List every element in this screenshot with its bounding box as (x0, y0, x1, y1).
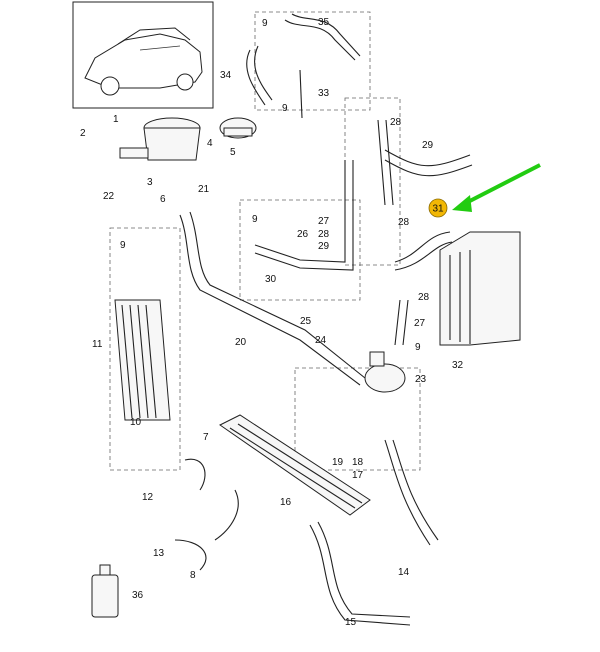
callout-6[interactable]: 6 (160, 194, 166, 205)
pipe-26-b (254, 160, 354, 271)
callout-32[interactable]: 32 (452, 360, 464, 371)
hose-35-b (291, 13, 361, 57)
tank-cap (219, 117, 257, 139)
callout-31-badge[interactable]: 31 (428, 198, 448, 218)
callout-34[interactable]: 34 (220, 70, 232, 81)
callout-36[interactable]: 36 (132, 590, 144, 601)
callout-5[interactable]: 5 (230, 147, 236, 158)
callout-12[interactable]: 12 (142, 492, 154, 503)
hose-29-b (384, 159, 473, 177)
callout-3[interactable]: 3 (147, 177, 153, 188)
callout-19[interactable]: 19 (332, 457, 344, 468)
hose-8 (174, 489, 239, 571)
hose-35 (284, 19, 356, 61)
callout-31-label: 31 (432, 204, 444, 215)
callout-28[interactable]: 28 (318, 229, 330, 240)
group-outline-lower (294, 367, 421, 471)
callout-27[interactable]: 27 (318, 216, 330, 227)
highlight-arrow (452, 163, 541, 212)
callout-24[interactable]: 24 (315, 335, 327, 346)
callout-26[interactable]: 26 (297, 229, 309, 240)
hose-27-lower (394, 299, 409, 346)
coolant-bottle-36 (91, 564, 119, 618)
callout-1[interactable]: 1 (113, 114, 119, 125)
group-outline-left (109, 227, 181, 471)
clamp-callouts: 9 9 9 9 28 28 28 27 29 (120, 103, 434, 353)
callout-2[interactable]: 2 (80, 128, 86, 139)
callout-18[interactable]: 18 (352, 457, 364, 468)
expansion-tank (119, 117, 201, 161)
callout-27-b[interactable]: 27 (414, 318, 426, 329)
callout-7[interactable]: 7 (203, 432, 209, 443)
radiator-32 (439, 231, 521, 346)
hose-34 (246, 49, 266, 106)
lower-radiator-16 (219, 414, 371, 516)
group-outline-center (239, 199, 361, 301)
callout-20[interactable]: 20 (235, 337, 247, 348)
callout-4[interactable]: 4 (207, 138, 213, 149)
callout-28-c[interactable]: 28 (398, 217, 410, 228)
callout-11[interactable]: 11 (92, 339, 103, 350)
group-outline-top (254, 11, 371, 111)
hose-15 (384, 439, 431, 546)
callout-labels: 1 2 3 4 5 6 7 8 9 10 11 12 13 14 15 16 1… (80, 17, 464, 628)
callout-9a[interactable]: 9 (262, 18, 268, 29)
callout-23[interactable]: 23 (415, 374, 427, 385)
vertical-pipe-right (377, 119, 394, 206)
callout-8[interactable]: 8 (190, 570, 196, 581)
hose-7 (184, 458, 206, 491)
hose-34-b (254, 45, 273, 101)
hose-31-b (394, 241, 453, 271)
auxiliary-radiator-10 (114, 299, 171, 421)
hose-13-b (317, 521, 411, 618)
callout-33[interactable]: 33 (318, 88, 330, 99)
callout-29[interactable]: 29 (318, 241, 330, 252)
callout-9-d[interactable]: 9 (252, 214, 258, 225)
callout-16[interactable]: 16 (280, 497, 292, 508)
callout-29-b[interactable]: 29 (422, 140, 434, 151)
callout-14[interactable]: 14 (398, 567, 410, 578)
callout-30[interactable]: 30 (265, 274, 277, 285)
hose-31 (394, 231, 451, 263)
callout-9-b[interactable]: 9 (282, 103, 288, 114)
water-pump-23 (364, 351, 406, 393)
pipe-20 (179, 214, 361, 386)
callout-21[interactable]: 21 (198, 184, 210, 195)
callout-15[interactable]: 15 (345, 617, 357, 628)
callout-25[interactable]: 25 (300, 316, 312, 327)
pipe-26 (254, 160, 346, 263)
callout-28-d[interactable]: 28 (418, 292, 430, 303)
callout-9-c[interactable]: 9 (120, 240, 126, 251)
callout-13[interactable]: 13 (153, 548, 165, 559)
callout-10[interactable]: 10 (130, 417, 142, 428)
callout-28-b[interactable]: 28 (390, 117, 402, 128)
hose-29 (384, 149, 471, 167)
pipe-20-b (189, 211, 366, 379)
hose-13 (309, 524, 411, 626)
callout-35[interactable]: 35 (318, 17, 330, 28)
hose-33 (299, 69, 303, 119)
callout-22[interactable]: 22 (103, 191, 115, 202)
callout-9-e[interactable]: 9 (415, 342, 421, 353)
vehicle-thumbnail (72, 1, 214, 109)
callout-17[interactable]: 17 (352, 470, 364, 481)
hose-15-b (392, 439, 439, 541)
